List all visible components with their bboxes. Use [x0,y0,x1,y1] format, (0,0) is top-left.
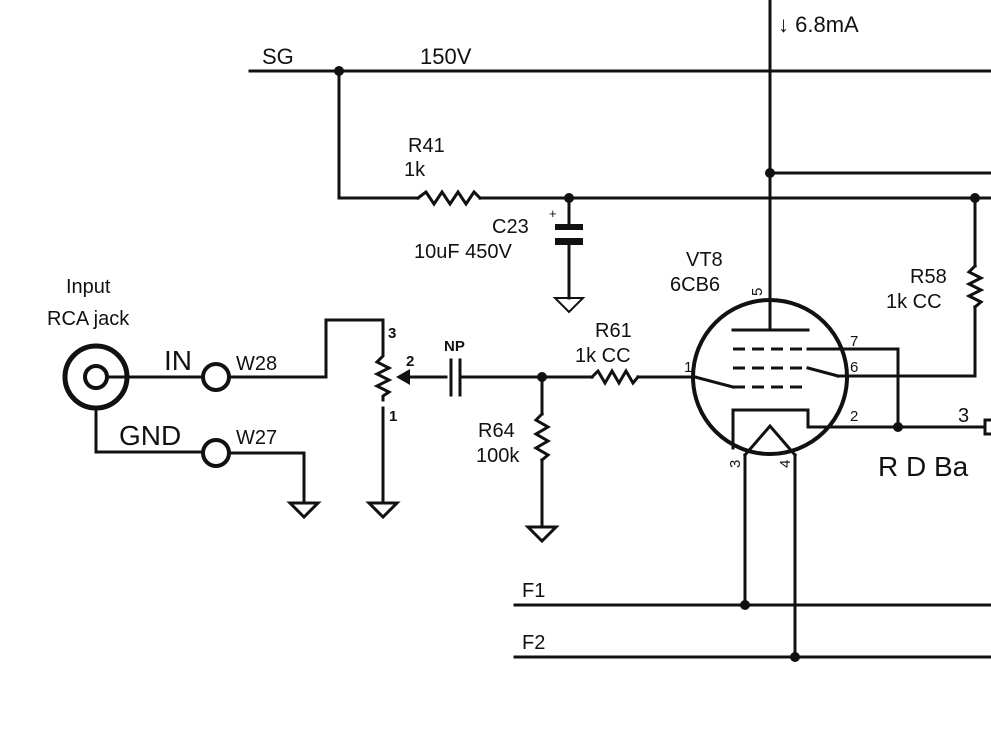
tube-type: 6CB6 [670,274,720,296]
r58-resistor [965,193,985,378]
potentiometer-icon [365,348,448,520]
output-pin-3: 3 [958,405,969,427]
r41-value: 1k [404,159,426,181]
in-label: IN [164,345,192,376]
tube-pin-2: 2 [850,408,858,425]
tube-pin-3: 3 [727,460,744,468]
input-title: Input [66,276,111,298]
np-capacitor [449,358,547,397]
sg-label: SG [262,44,294,69]
f2-rail [513,652,991,662]
w28-label: W28 [236,353,277,375]
tube-pin-6: 6 [850,359,858,376]
in-wire [128,318,385,392]
r61-resistor [540,368,697,386]
tube-ref: VT8 [686,249,723,271]
r58-value: 1k CC [886,291,942,313]
gnd-wire [201,438,322,520]
pot-pin-3: 3 [388,325,396,342]
f2-label: F2 [522,632,545,654]
rca-jack-icon [62,343,207,454]
r64-resistor [524,372,560,544]
r64-value: 100k [476,445,520,467]
r61-value: 1k CC [575,345,631,367]
tube-pin-1: 1 [684,359,692,376]
c23-value: 10uF 450V [414,241,513,263]
tube-pin-5: 5 [749,288,766,296]
r61-ref: R61 [595,320,632,342]
pentode-tube-icon [691,298,991,659]
f1-rail [513,600,991,610]
current-label: ↓ 6.8mA [778,12,859,37]
np-label: NP [444,338,465,355]
r64-ref: R64 [478,420,515,442]
c23-capacitor [552,193,586,314]
tube-pin-4: 4 [777,460,794,468]
input-subtitle: RCA jack [47,308,130,330]
f1-label: F1 [522,580,545,602]
r41-resistor [337,189,991,207]
tube-pin-7: 7 [850,333,858,350]
pot-pin-1: 1 [389,408,397,425]
r41-ref: R41 [408,135,445,157]
c23-ref: C23 [492,216,529,238]
output-connector [983,418,991,436]
pot-pin-2: 2 [406,353,414,370]
r58-ref: R58 [910,266,947,288]
c23-plus-mark: + [549,206,557,221]
plate-supply-wire [765,0,991,332]
sg-rail [248,66,991,200]
sg-voltage-label: 150V [420,44,472,69]
output-label: R D Ba [878,451,969,482]
gnd-label: GND [119,420,181,451]
w27-label: W27 [236,427,277,449]
